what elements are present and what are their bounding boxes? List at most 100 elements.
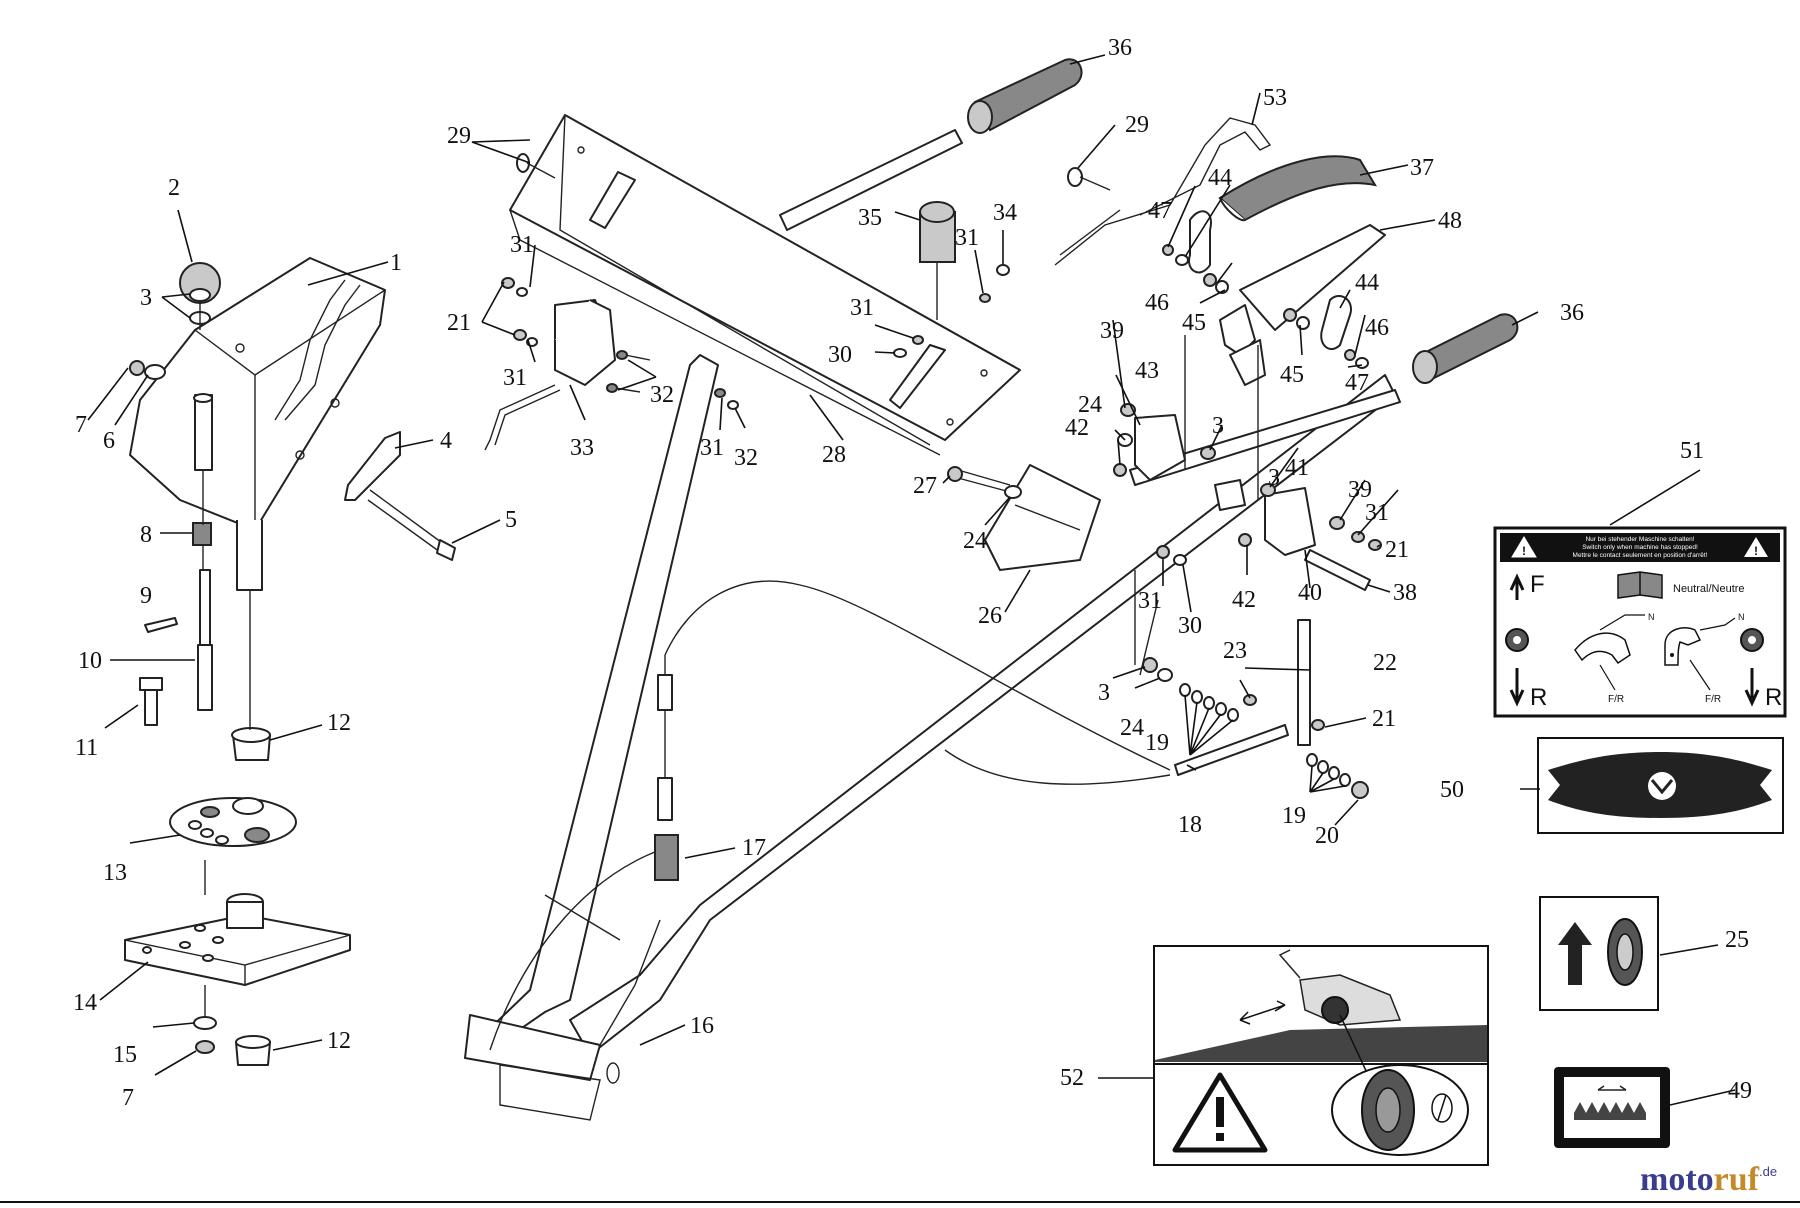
watermark-suffix: .de [1759,1164,1777,1179]
callout-10: 10 [78,648,102,674]
part-12-bushing-upper [231,727,271,761]
part-32-screws [606,350,651,393]
part-49-cutter-decal [1554,1067,1670,1148]
part-25-tire-decal [1539,896,1659,1011]
part-17-cable-spring [654,580,1171,881]
callout-3-mid: 3 [1212,413,1224,439]
callout-1: 1 [390,250,402,276]
part-39-screw-b [1329,516,1345,530]
callout-43: 43 [1135,358,1159,384]
watermark-logo: motoruf.de [1640,1161,1777,1198]
part-5-bolt [367,489,456,561]
part-4-bracket [344,431,401,501]
label-51-n-right: N [1738,612,1745,622]
callout-42-a: 42 [1065,415,1089,441]
part-3-nut-lower [1142,657,1158,673]
callout-49: 49 [1728,1078,1752,1104]
label-51-n-left: N [1648,612,1655,622]
callout-39-b: 39 [1348,477,1372,503]
part-50-decal [1537,737,1784,834]
part-53-rod [1054,117,1272,266]
part-36-grip-upper [967,58,1083,134]
label-51-header-1: Nur bei stehender Maschine schalten! [1585,536,1694,543]
callout-52: 52 [1060,1065,1084,1091]
callout-12-lower: 12 [327,1028,351,1054]
callout-numbers: 1 2 3 4 5 6 7 8 9 10 11 12 13 14 15 7 12… [73,35,1752,1111]
callout-50: 50 [1440,777,1464,803]
callout-3-lower: 3 [1098,680,1110,706]
callout-45-right: 45 [1280,362,1304,388]
callout-51: 51 [1680,438,1704,464]
part-7-nut-lower [195,1040,215,1054]
part-51-shift-label: ! ! Nur bei stehender Maschine schalten!… [1493,526,1787,718]
callout-26: 26 [978,603,1002,629]
part-29-bolt-left [516,153,556,179]
part-7-nut [129,360,145,376]
callout-2: 2 [168,175,180,201]
callout-44-right: 44 [1355,270,1379,296]
callout-36-upper: 36 [1108,35,1132,61]
svg-text:!: ! [1754,544,1758,558]
callout-18: 18 [1178,812,1202,838]
callout-27: 27 [913,473,937,499]
part-30-washer-b [1173,554,1187,566]
callout-40: 40 [1298,580,1322,606]
part-20-nut [1351,781,1369,799]
callout-32-a: 32 [650,382,674,408]
part-24-washer-b [1157,668,1173,682]
part-10-shift-rod [197,569,213,711]
leader-lines [87,54,1736,1106]
callout-31-e: 31 [850,295,874,321]
callout-23: 23 [1223,638,1247,664]
part-36-grip-lower [1412,313,1519,384]
callout-45-left: 45 [1182,310,1206,336]
part-9-pin [144,617,178,633]
part-32-washer [727,400,739,410]
callout-22: 22 [1373,650,1397,676]
part-31-nut-a [979,293,991,303]
part-21-nut-c [1311,719,1325,731]
callout-31-b: 31 [503,365,527,391]
part-52-slope-warning-decal [1153,945,1489,1166]
part-48-clutch-lever [1239,224,1386,331]
callout-41: 41 [1285,455,1309,481]
callout-46-left: 46 [1145,290,1169,316]
callout-7: 7 [75,412,87,438]
part-31-nut-b [912,335,924,345]
callout-12: 12 [327,710,351,736]
part-33-throttle-bracket [484,299,616,451]
gear-shift-assembly [124,257,456,1066]
callout-21-b: 21 [1385,537,1409,563]
callout-7-lower: 7 [122,1085,134,1111]
callout-33: 33 [570,435,594,461]
part-21-nut-a [501,277,515,289]
part-16-handle-frame [464,354,1396,1121]
callout-20: 20 [1315,823,1339,849]
callout-31-d: 31 [955,225,979,251]
handlebar-right-tube [1129,389,1401,486]
part-18-rod [1174,724,1289,776]
callout-42-b: 42 [1232,587,1256,613]
part-41-bracket [1264,487,1316,556]
part-22-lever [1297,619,1311,746]
handlebar-left-tube [779,129,963,231]
callout-30-lower: 30 [1178,613,1202,639]
part-14-base-plate [124,893,351,986]
callout-21-lower: 21 [1372,706,1396,732]
part-44-latch-left [1188,210,1212,274]
part-3-nut-mid [1200,446,1216,460]
part-35-throttle-knob [919,201,956,320]
callout-31-a: 31 [510,232,534,258]
callout-24-lower: 24 [1120,715,1144,741]
shift-lever-shaft [194,394,213,471]
part-11-bolt [139,677,163,726]
callout-29-right: 29 [1125,112,1149,138]
callout-11: 11 [75,735,98,761]
callout-28: 28 [822,442,846,468]
part-8-spring [192,522,212,546]
part-24-washer-a [1004,485,1022,499]
throttle-slot [889,344,946,409]
callout-25: 25 [1725,927,1749,953]
part-31-nut-d [1156,545,1170,559]
part-43-bracket [1134,414,1186,481]
